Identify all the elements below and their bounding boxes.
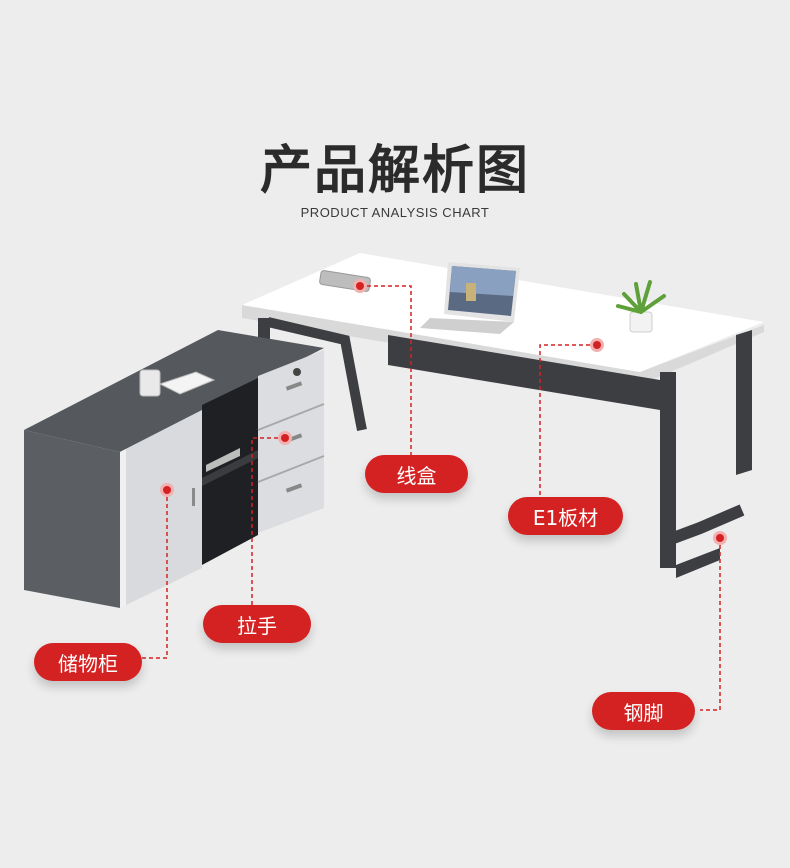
cabinet-label: 储物柜 [34, 643, 142, 681]
laptop-icon [420, 262, 520, 334]
page-title: 产品解析图 [259, 141, 530, 201]
board-label: E1板材 [508, 497, 623, 535]
callout-lines [140, 285, 721, 711]
cable-box-label: 线盒 [365, 455, 468, 493]
handle-label: 拉手 [203, 605, 311, 643]
callout-dots [160, 279, 727, 545]
plant-icon [616, 280, 666, 333]
steel-leg-label: 钢脚 [592, 692, 695, 730]
side-cabinet [24, 330, 325, 608]
page-subtitle: PRODUCT ANALYSIS CHART [300, 205, 490, 220]
